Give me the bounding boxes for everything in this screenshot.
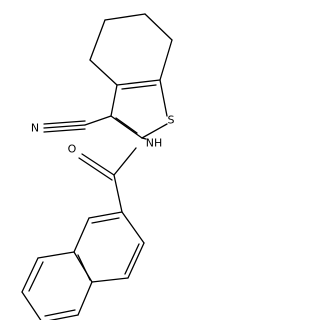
bond-naph-l4 — [48, 314, 79, 320]
bond-naph-l2-double — [28, 261, 44, 292]
bond-c3-c3a — [110, 84, 118, 117]
bond-naph-l3 — [21, 291, 42, 320]
bond-naph-l2 — [21, 257, 39, 293]
bonds — [21, 13, 173, 320]
bond-naph-r3 — [91, 277, 129, 283]
bond-triple-1 — [43, 124, 86, 129]
molecule-structure: S N NH O — [21, 13, 175, 320]
bond-naph-l1 — [37, 251, 75, 259]
bond-naph-l5 — [77, 281, 93, 316]
bond-c7a-s — [159, 79, 168, 117]
bond-naph-fusion-double — [77, 254, 91, 281]
atom-label-carbonyl-oxygen: O — [68, 143, 77, 156]
bond-naph-r1 — [121, 211, 145, 244]
bond-cyclohexane-5 — [89, 59, 118, 86]
bond-cyclohexane-2 — [144, 13, 173, 41]
bond-carbonyl-o — [81, 153, 115, 176]
bond-c2-c3-double — [115, 117, 138, 134]
bond-cyclohexane-1 — [104, 13, 146, 21]
bond-c2-nh — [141, 137, 147, 140]
bond-naph-r2 — [127, 242, 145, 279]
atom-label-sulfur: S — [168, 114, 175, 127]
atom-labels: S N NH O — [31, 114, 175, 156]
bond-c2-c3 — [110, 115, 143, 139]
atom-label-nitrile-nitrogen: N — [31, 122, 39, 135]
bond-naph-r2-double — [124, 243, 140, 275]
bond-naph-r6 — [88, 211, 123, 219]
bond-cyclohexane-3 — [159, 39, 173, 81]
bond-naph-l4-double — [44, 309, 76, 317]
bond-triple-2 — [43, 120, 86, 125]
bond-carbonyl-naph — [113, 174, 123, 213]
bond-cyclohexane-4 — [89, 19, 106, 61]
atom-label-amide-nh: NH — [146, 137, 163, 150]
bond-carbonyl-o-double — [78, 157, 113, 181]
bond-fusion-c3a-c7a — [116, 79, 161, 86]
bond-c3-cn — [84, 115, 112, 126]
bond-naph-r6-double — [91, 217, 120, 224]
bond-triple-3 — [43, 128, 86, 133]
bond-nh-carbonyl — [113, 147, 137, 176]
bond-fusion-double — [121, 84, 157, 90]
bond-naph-r5 — [73, 217, 90, 253]
bond-s-c2 — [141, 123, 168, 139]
